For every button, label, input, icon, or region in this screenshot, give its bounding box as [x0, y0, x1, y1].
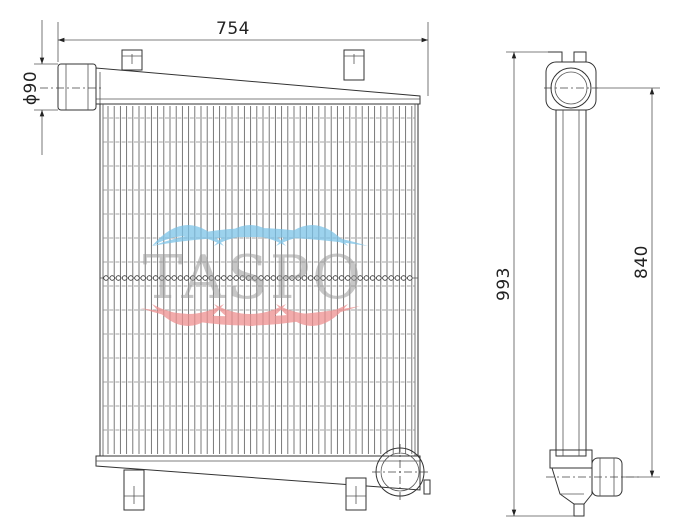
tube-rows [103, 117, 415, 431]
bead [103, 275, 109, 281]
bead [159, 275, 165, 281]
bead [301, 275, 308, 281]
bead [369, 275, 376, 281]
bead [239, 275, 246, 281]
bead [196, 275, 202, 281]
blue-wave [152, 228, 368, 246]
bead [326, 275, 332, 281]
bead [332, 275, 339, 281]
core-height-dimension: 840 [596, 87, 660, 478]
red-wave [140, 306, 360, 326]
top-bracket-left [121, 49, 143, 71]
bead [276, 275, 283, 281]
top-bracket-right [343, 49, 365, 81]
bead [388, 275, 394, 281]
watermark-blue-waves [152, 225, 368, 246]
inlet-pipe [40, 63, 104, 111]
bead [134, 275, 140, 281]
bead [140, 275, 146, 281]
bead [283, 275, 289, 281]
inlet-diameter-label: ϕ90 [21, 71, 41, 105]
bead [314, 275, 320, 281]
bead [307, 275, 314, 281]
bead [227, 275, 233, 281]
bead [357, 275, 363, 281]
bead [258, 275, 264, 281]
bead [146, 275, 153, 281]
core-fins [107, 106, 413, 454]
bead [270, 275, 277, 281]
bead [202, 275, 208, 281]
bead [177, 275, 184, 281]
bead [214, 275, 221, 281]
bead [221, 275, 227, 281]
width-label: 754 [216, 19, 250, 39]
bottom-bracket-right [345, 477, 367, 511]
bead [208, 275, 215, 281]
bead [345, 275, 351, 281]
bead [338, 275, 345, 281]
bead [152, 275, 159, 281]
side-view [544, 51, 640, 517]
bead [351, 275, 357, 281]
bead [376, 275, 382, 281]
bead [233, 275, 239, 281]
watermark-red-waves [140, 304, 360, 326]
bead [382, 275, 388, 281]
bead [109, 275, 115, 281]
bead [289, 275, 295, 281]
bottom-tank [95, 455, 421, 491]
bead [121, 275, 128, 281]
inlet-diameter-dimension: ϕ90 [21, 20, 58, 155]
bead [252, 275, 258, 281]
bead [264, 275, 270, 281]
bead [183, 275, 190, 281]
bead [407, 275, 413, 281]
bead [190, 275, 196, 281]
side-core [555, 109, 587, 457]
bead [165, 275, 171, 281]
bead [394, 275, 401, 281]
bead [245, 275, 252, 281]
overall-height-label: 993 [494, 267, 514, 301]
bead-row [103, 275, 413, 281]
bead [171, 275, 177, 281]
overall-height-dimension: 993 [494, 51, 574, 517]
bottom-bracket-left [123, 469, 145, 511]
bead [295, 275, 301, 281]
core-height-label: 840 [632, 245, 652, 279]
bead [400, 275, 407, 281]
width-dimension: 754 [57, 19, 429, 96]
outlet-pipe [372, 444, 431, 500]
watermark-logo: TASPO [140, 225, 368, 326]
bead [363, 275, 370, 281]
watermark-text: TASPO [143, 243, 364, 313]
bead [320, 275, 326, 281]
bead [128, 275, 134, 281]
bead [115, 275, 122, 281]
front-view [40, 49, 431, 511]
